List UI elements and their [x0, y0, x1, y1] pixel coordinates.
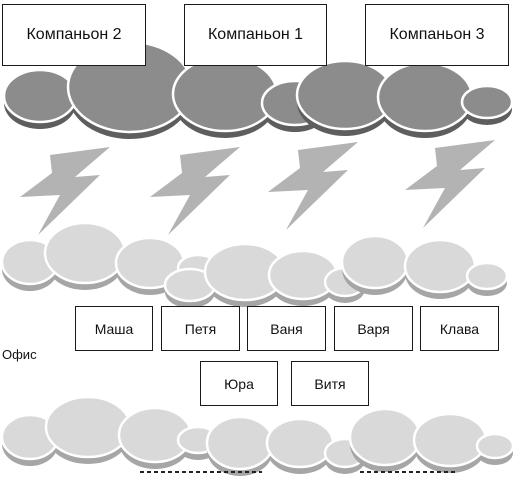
storm-cloud-right	[295, 59, 514, 138]
team-box-petya: Петя	[161, 306, 240, 351]
team-box-vanya: Ваня	[247, 306, 326, 351]
office-label: Офис	[2, 347, 37, 362]
lightning-bolt-icon	[150, 147, 240, 235]
light-cloud-right	[340, 234, 509, 299]
lightning-bolt-icon	[268, 142, 358, 230]
partner-label: Компаньон 3	[389, 26, 485, 43]
team-member-label: Варя	[357, 320, 390, 337]
lightning-bolt-icon	[405, 140, 495, 228]
office-box-yura: Юра	[200, 361, 278, 406]
team-member-label: Ваня	[270, 320, 303, 337]
partner-box-3: Компаньон 3	[365, 4, 509, 66]
partner-box-2: Компаньон 2	[2, 4, 146, 66]
team-box-varya: Варя	[334, 306, 413, 351]
team-box-klava: Клава	[420, 306, 499, 351]
office-member-label: Юра	[224, 375, 254, 392]
partner-box-1: Компаньон 1	[184, 4, 327, 66]
office-member-label: Витя	[314, 375, 346, 392]
team-member-label: Петя	[184, 320, 217, 337]
light-cloud-bottom-left	[0, 395, 220, 469]
lightning-bolt-icon	[20, 147, 110, 235]
office-box-vitya: Витя	[291, 361, 369, 406]
team-member-label: Маша	[94, 320, 134, 337]
partner-label: Компаньон 1	[207, 26, 304, 43]
team-box-masha: Маша	[75, 306, 153, 351]
light-cloud-bottom-right	[348, 407, 515, 473]
partner-label: Компаньон 2	[26, 26, 122, 43]
team-member-label: Клава	[439, 320, 480, 337]
light-cloud-bottom-center	[205, 415, 367, 476]
light-cloud-center	[163, 242, 367, 308]
